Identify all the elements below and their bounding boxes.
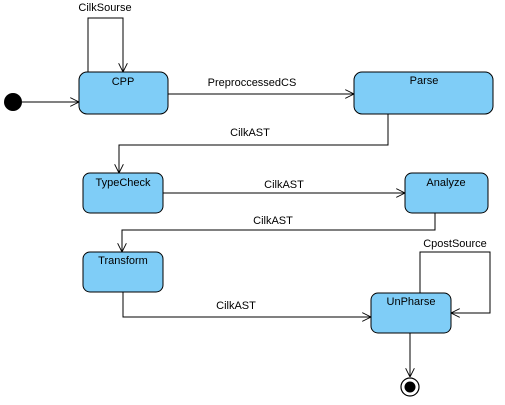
state-label-transform: Transform: [98, 255, 148, 267]
transition-cilk-source-loop: [87, 17, 123, 72]
transition-label-typecheck-to-analyze: CilkAST: [264, 179, 304, 191]
initial-node: [4, 93, 22, 111]
transition-transform-to-unparse: [122, 292, 371, 317]
transition-label-parse-to-typecheck: CilkAST: [230, 127, 270, 139]
transition-label-analyze-to-transform: CilkAST: [253, 215, 293, 227]
transition-parse-to-typecheck: [119, 114, 389, 173]
final-node: [400, 377, 420, 397]
state-label-parse: Parse: [410, 75, 439, 87]
transition-analyze-to-transform: [122, 213, 436, 252]
transition-label-cpost-source: CpostSource: [423, 238, 487, 250]
state-analyze[interactable]: [404, 172, 489, 214]
state-unparse[interactable]: [370, 292, 452, 334]
transition-label-preprocessed: PreproccessedCS: [208, 77, 297, 89]
state-cpp[interactable]: [78, 71, 169, 115]
state-label-typecheck: TypeCheck: [95, 177, 151, 189]
transition-label-transform-to-unparse: CilkAST: [216, 300, 256, 312]
state-label-cpp: CPP: [112, 76, 135, 88]
state-label-unparse: UnPharse: [387, 296, 436, 308]
state-parse[interactable]: [353, 71, 494, 115]
transition-label-cilk-source: CilkSourse: [78, 2, 131, 14]
state-label-analyze: Analyze: [426, 177, 465, 189]
transition-cpost-source-loop: [419, 251, 491, 313]
